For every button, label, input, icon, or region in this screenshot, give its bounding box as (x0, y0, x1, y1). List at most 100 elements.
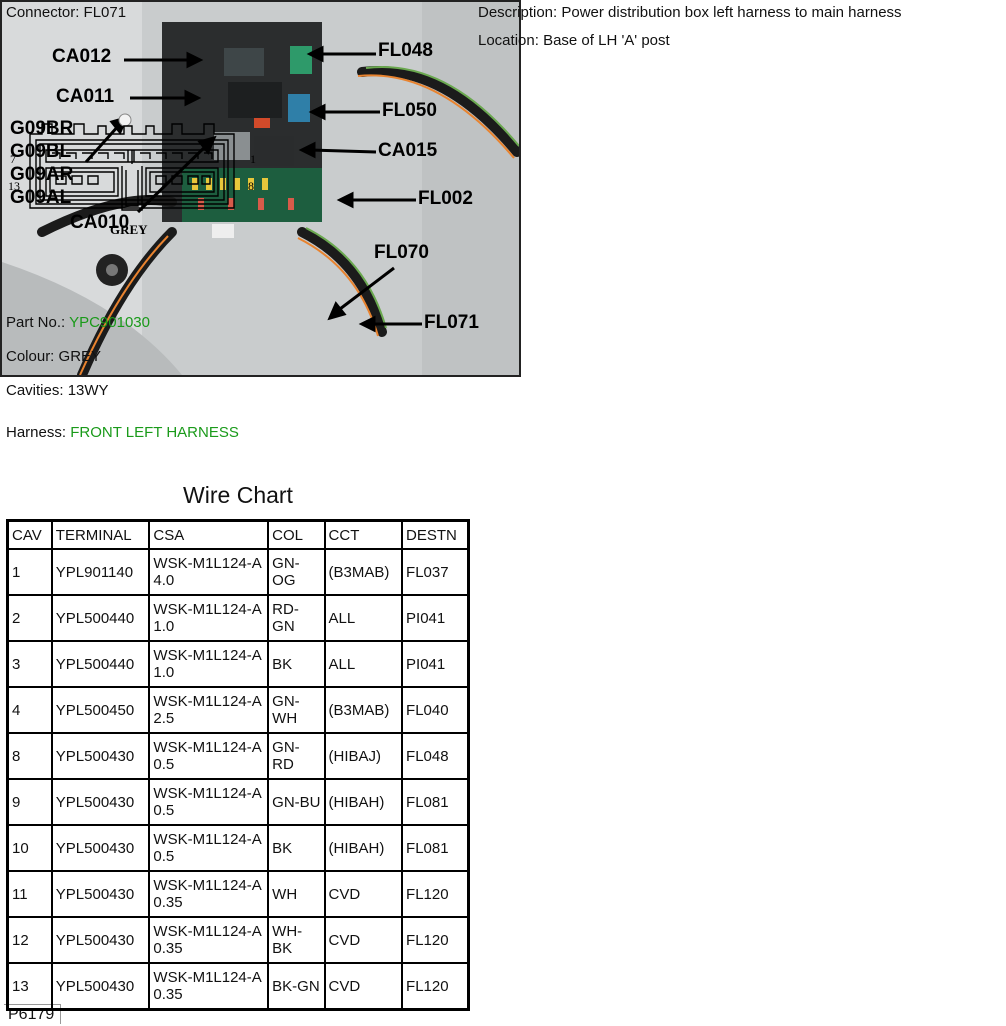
col-cell: WH-BK (267, 916, 326, 964)
description-line: Description: Power distribution box left… (478, 4, 902, 22)
connector-colour-label: GREY (110, 222, 148, 237)
location-photo: CA012 CA011 G09BR G09BL G09AR G09AL CA01… (0, 0, 521, 1024)
col-cell: WH (267, 870, 326, 918)
destn-cell: PI041 (401, 594, 470, 642)
connector-label: Connector: (6, 4, 80, 21)
destn-cell: FL120 (401, 962, 470, 1011)
harness-label: Harness: (6, 424, 67, 441)
column-header: CCT (323, 519, 404, 550)
pin-label-7: 7 (10, 152, 16, 166)
destn-cell: FL081 (401, 824, 470, 872)
cct-cell: CVD (323, 870, 404, 918)
column-header: CAV (6, 519, 53, 550)
description-value: Power distribution box left harness to m… (561, 4, 902, 21)
cavities-value: 13WY (67, 382, 109, 399)
callout-fl071: FL071 (424, 312, 479, 333)
callout-g09al: G09AL (10, 187, 72, 208)
harness-link[interactable]: FRONT LEFT HARNESS (70, 424, 239, 441)
csa-cell: WSK-M1L124-A 1.0 (148, 594, 270, 642)
column-header: COL (267, 519, 326, 550)
column-header: DESTN (401, 519, 470, 550)
column-header: TERMINAL (50, 519, 151, 550)
terminal-cell: YPL500450 (50, 686, 151, 734)
col-cell: BK (267, 640, 326, 688)
cct-cell: (HIBAJ) (323, 732, 404, 780)
wire-chart-title: Wire Chart (183, 482, 293, 508)
cct-cell: (HIBAH) (323, 778, 404, 826)
location-value: Base of LH 'A' post (543, 32, 670, 49)
cav-cell: 2 (6, 594, 53, 642)
callout-ca012: CA012 (52, 46, 112, 67)
description-label: Description: (478, 4, 558, 21)
connector-line: Connector: FL071 (6, 4, 126, 22)
pin-label-1: 1 (250, 152, 256, 166)
part-no-line: Part No.: YPC901030 (6, 314, 150, 332)
callout-fl070: FL070 (374, 242, 429, 263)
callout-fl048: FL048 (378, 40, 433, 61)
destn-cell: FL048 (401, 732, 470, 780)
colour-label: Colour: (6, 348, 55, 365)
destn-cell: FL081 (401, 778, 470, 826)
colour-line: Colour: GREY (6, 348, 101, 366)
csa-cell: WSK-M1L124-A 1.0 (148, 640, 270, 688)
location-line: Location: Base of LH 'A' post (478, 32, 670, 50)
callout-ca010: CA010 (70, 212, 130, 233)
destn-cell: FL040 (401, 686, 470, 734)
table-header-row: CAV TERMINAL CSA COL CCT DESTN (6, 519, 470, 550)
pin-label-8: 8 (248, 179, 254, 193)
callout-ca011: CA011 (56, 86, 115, 107)
destn-cell: FL037 (401, 548, 470, 596)
callout-g09br: G09BR (10, 118, 74, 139)
part-no-label: Part No.: (6, 314, 66, 331)
cct-cell: (HIBAH) (323, 824, 404, 872)
destn-cell: FL120 (401, 870, 470, 918)
col-cell: BK (267, 824, 326, 872)
cct-cell: (B3MAB) (323, 686, 404, 734)
col-cell: GN-RD (267, 732, 326, 780)
col-cell: GN-BU (267, 778, 326, 826)
colour-value: GREY (58, 348, 102, 365)
terminal-cell: YPL901140 (50, 548, 151, 596)
terminal-cell: YPL500430 (50, 732, 151, 780)
terminal-cell: YPL500430 (50, 778, 151, 826)
cav-cell: 11 (6, 870, 53, 918)
terminal-cell: YPL500430 (50, 870, 151, 918)
connector-outline-svg: 7 1 13 8 GREY (8, 123, 256, 237)
connector-value: FL071 (83, 4, 127, 21)
cct-cell: ALL (323, 594, 404, 642)
part-no-link[interactable]: YPC901030 (69, 314, 150, 331)
csa-cell: WSK-M1L124-A 0.5 (148, 732, 270, 780)
col-cell: RD-GN (267, 594, 326, 642)
callout-g09bl: G09BL (10, 141, 72, 162)
cct-cell: CVD (323, 916, 404, 964)
destn-cell: FL120 (401, 916, 470, 964)
cav-cell: 1 (6, 548, 53, 596)
photo-illustration (2, 2, 519, 375)
cct-cell: CVD (323, 962, 404, 1011)
col-cell: BK-GN (267, 962, 326, 1011)
cav-cell: 12 (6, 916, 53, 964)
csa-cell: WSK-M1L124-A 0.35 (148, 916, 270, 964)
destn-cell: PI041 (401, 640, 470, 688)
csa-cell: WSK-M1L124-A 2.5 (148, 686, 270, 734)
cct-cell: ALL (323, 640, 404, 688)
csa-cell: WSK-M1L124-A 0.35 (148, 870, 270, 918)
pin-label-13: 13 (8, 179, 20, 193)
cav-cell: 4 (6, 686, 53, 734)
csa-cell: WSK-M1L124-A 0.35 (148, 962, 270, 1011)
terminal-cell: YPL500440 (50, 640, 151, 688)
cav-cell: 13 (6, 962, 53, 1011)
location-label: Location: (478, 32, 539, 49)
cav-cell: 3 (6, 640, 53, 688)
